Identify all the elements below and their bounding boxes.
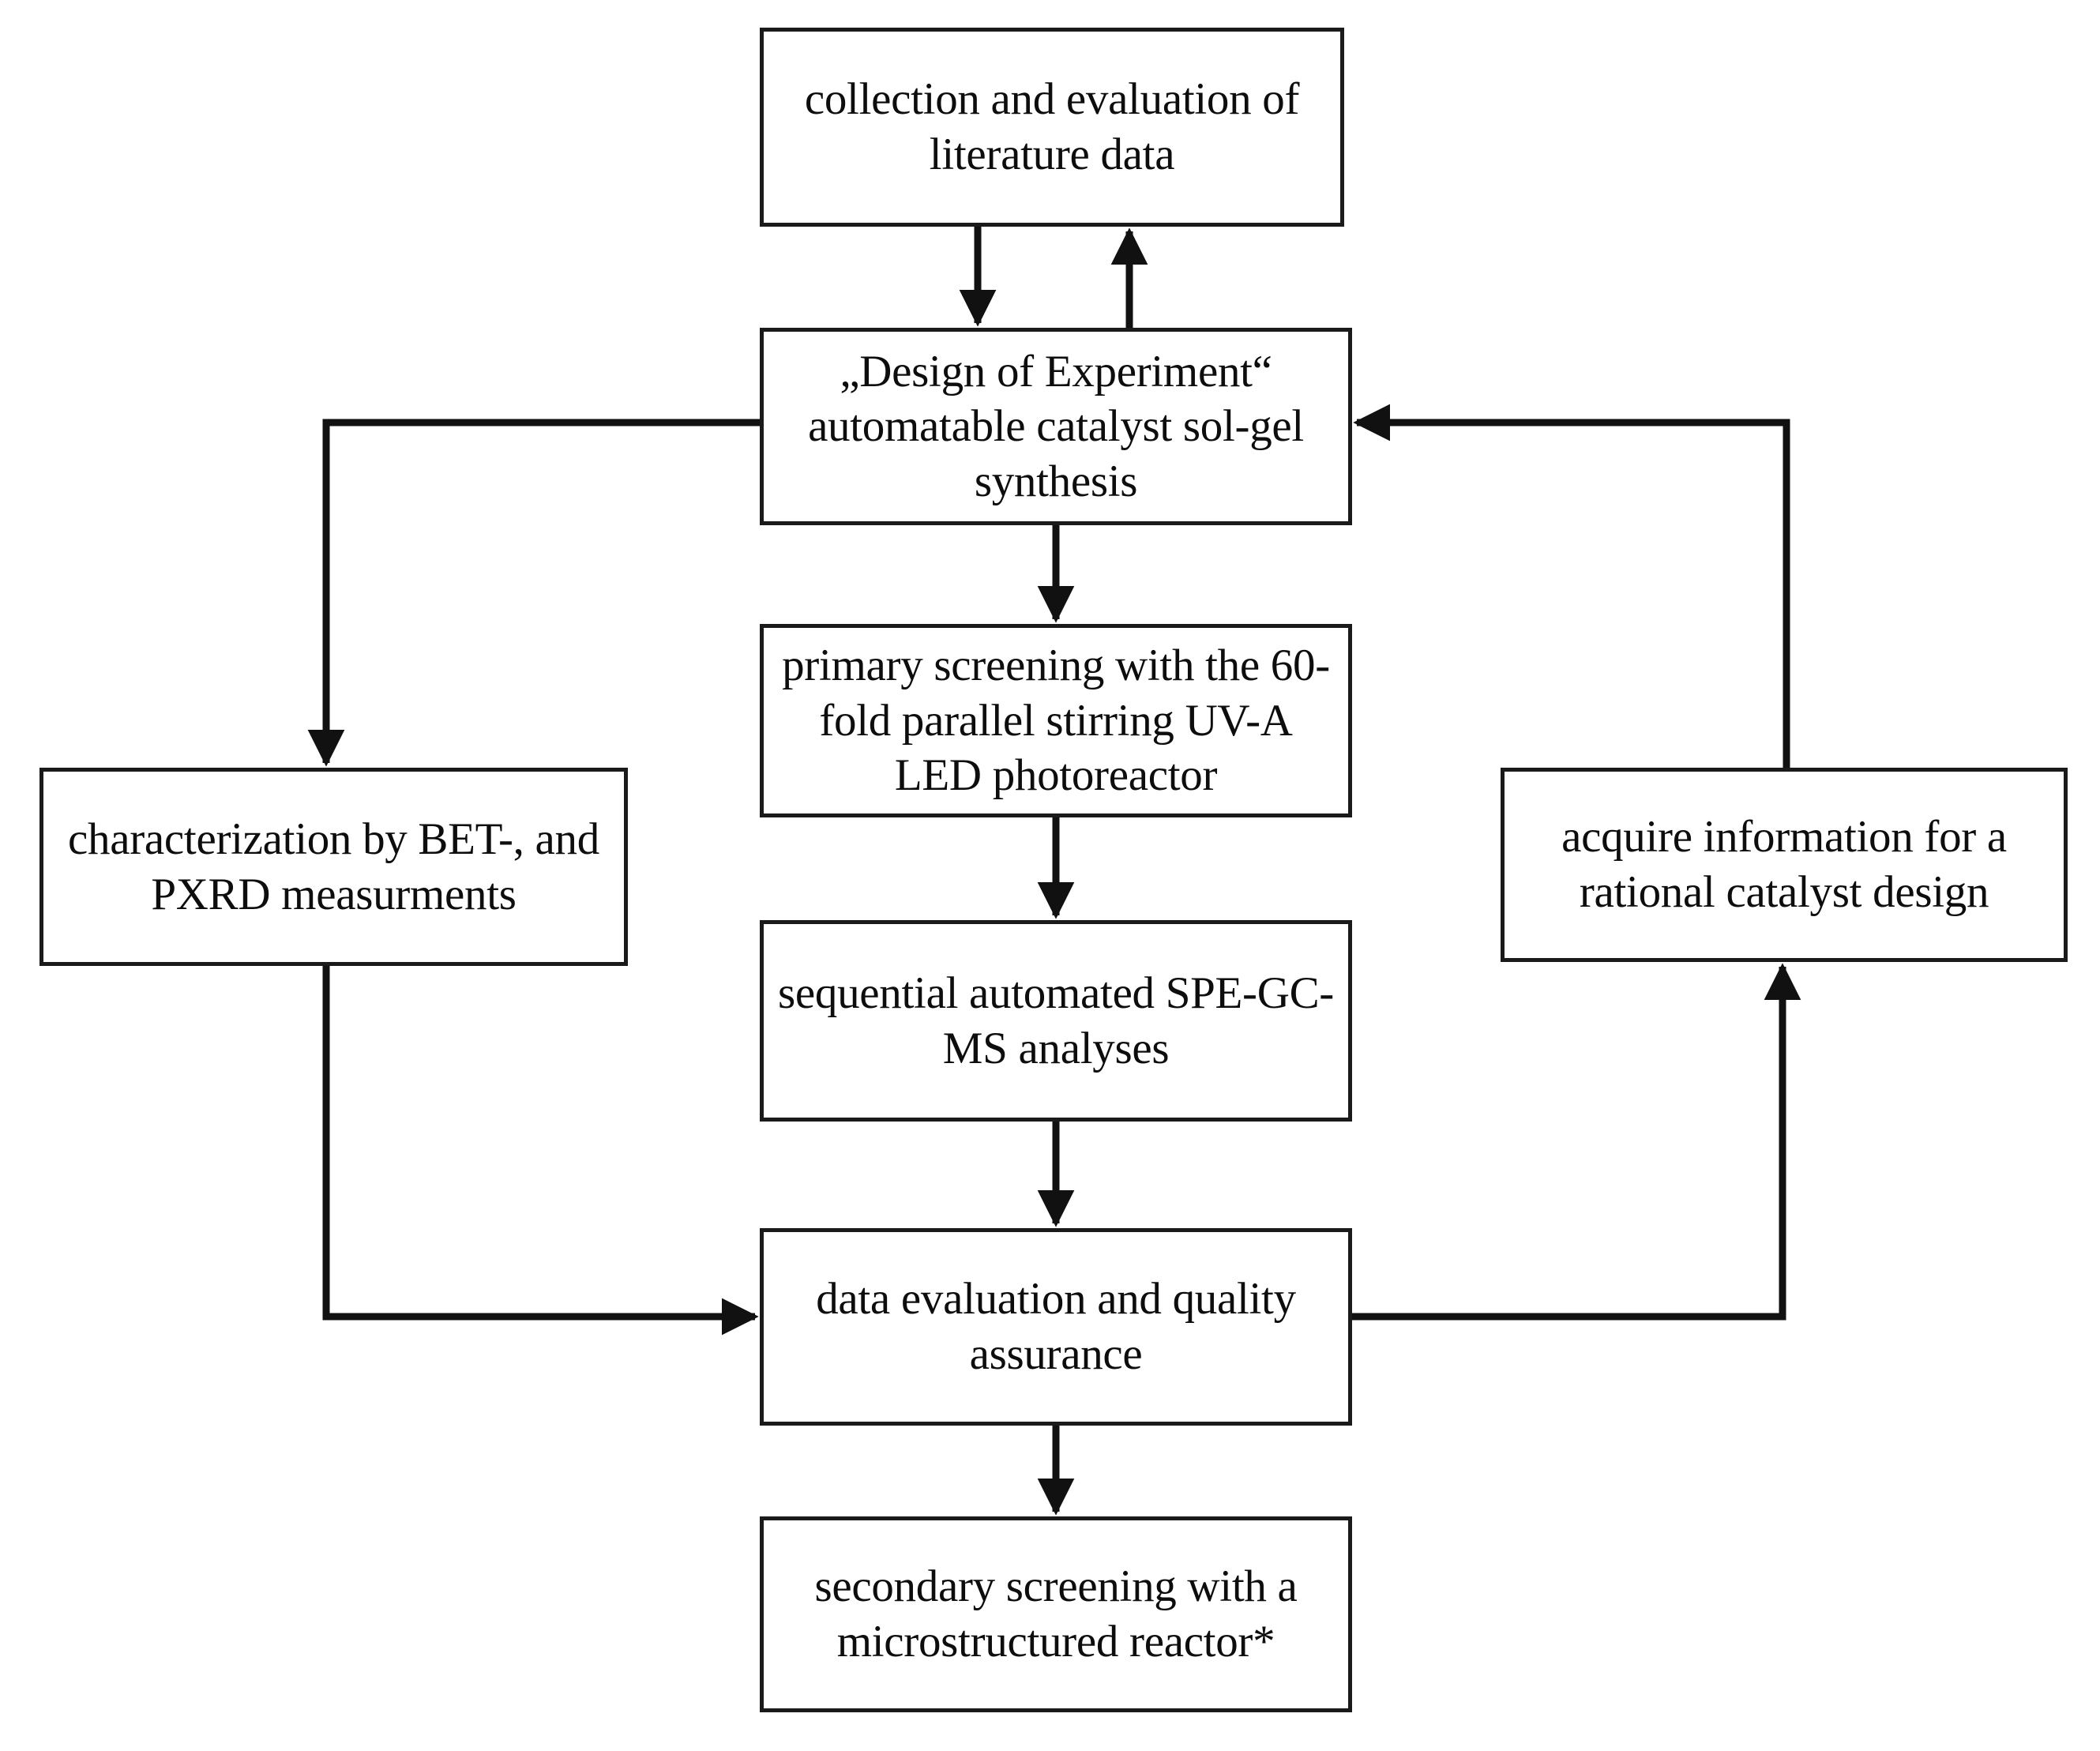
edge-characterization-to-dataeval <box>322 966 759 1336</box>
node-label: collection and evaluation of literature … <box>804 74 1300 179</box>
node-label: secondary screening with a microstructur… <box>814 1561 1298 1666</box>
node-data-evaluation-and-quality-assurance: data evaluation and quality assurance <box>760 1228 1352 1426</box>
node-label: sequential automated SPE-GC-MS analyses <box>778 968 1334 1073</box>
node-acquire-information-rational-catalyst-design: acquire information for a rational catal… <box>1501 768 2068 962</box>
node-collection-and-evaluation-of-literature-data: collection and evaluation of literature … <box>760 28 1344 227</box>
node-label: data evaluation and quality assurance <box>816 1274 1296 1379</box>
node-secondary-screening-microstructured-reactor: secondary screening with a microstructur… <box>760 1516 1352 1712</box>
node-label: characterization by BET-, and PXRD measu… <box>68 814 599 919</box>
node-label: primary screening with the 60-fold paral… <box>782 641 1330 801</box>
edge-acquire-to-doe <box>1353 404 1790 768</box>
node-label: „Design of Experiment“ automatable catal… <box>808 346 1304 506</box>
node-characterization-bet-pxrd: characterization by BET-, and PXRD measu… <box>39 768 628 966</box>
node-sequential-automated-spe-gc-ms-analyses: sequential automated SPE-GC-MS analyses <box>760 920 1352 1122</box>
edge-doe-to-characterization <box>307 419 760 767</box>
node-design-of-experiment-sol-gel-synthesis: „Design of Experiment“ automatable catal… <box>760 328 1352 525</box>
edge-dataeval-to-acquire <box>1352 963 1801 1321</box>
node-label: acquire information for a rational catal… <box>1561 812 2007 917</box>
node-primary-screening-photoreactor: primary screening with the 60-fold paral… <box>760 624 1352 817</box>
